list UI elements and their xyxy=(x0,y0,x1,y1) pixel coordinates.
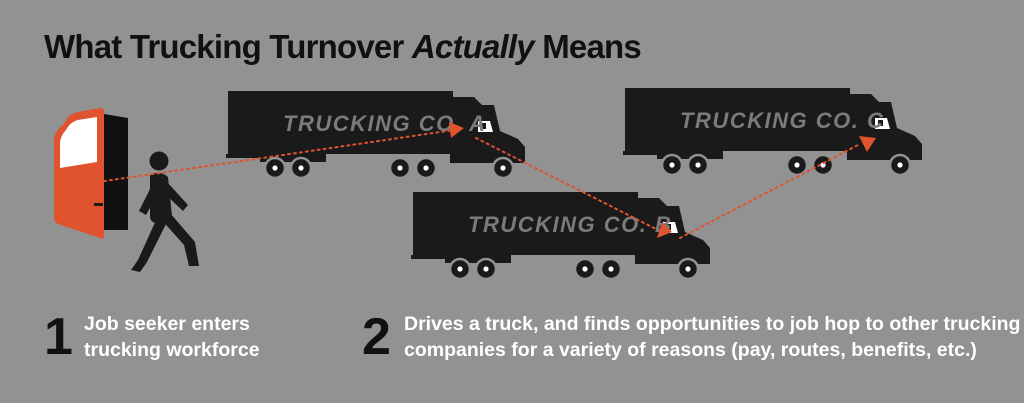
truck-b-label: TRUCKING CO. B xyxy=(468,212,672,237)
truck-c: TRUCKING CO. C xyxy=(621,86,924,177)
step-2-number: 2 xyxy=(362,308,391,366)
page-title: What Trucking Turnover Actually Means xyxy=(44,28,642,66)
title-emphasis: Actually xyxy=(411,28,535,65)
truck-b: TRUCKING CO. B xyxy=(409,190,712,281)
arrowhead-b-icon xyxy=(657,222,672,238)
title-after: Means xyxy=(533,28,642,65)
arrowheads xyxy=(449,122,876,238)
arrowhead-c-icon xyxy=(859,136,876,152)
arrowhead-a-icon xyxy=(449,122,464,138)
job-seeker-icon xyxy=(131,151,199,272)
truck-door-icon xyxy=(54,108,128,239)
path-a-to-b xyxy=(475,137,657,230)
truck-c-label: TRUCKING CO. C xyxy=(680,108,884,133)
step-1-text: Job seeker enters trucking workforce xyxy=(84,311,260,363)
path-to-a xyxy=(97,129,455,183)
step-2-text: Drives a truck, and finds opportunities … xyxy=(404,311,1020,363)
step-2-line-2: companies for a variety of reasons (pay,… xyxy=(404,339,977,361)
path-b-to-c xyxy=(679,143,861,239)
step-1-line-1: Job seeker enters xyxy=(84,313,250,335)
title-before: What Trucking Turnover xyxy=(44,28,412,65)
truck-a: TRUCKING CO. A xyxy=(224,89,527,180)
step-1-line-2: trucking workforce xyxy=(84,339,260,361)
step-1-number: 1 xyxy=(44,308,73,366)
job-hop-path xyxy=(97,129,861,239)
step-2-line-1: Drives a truck, and finds opportunities … xyxy=(404,313,1021,335)
